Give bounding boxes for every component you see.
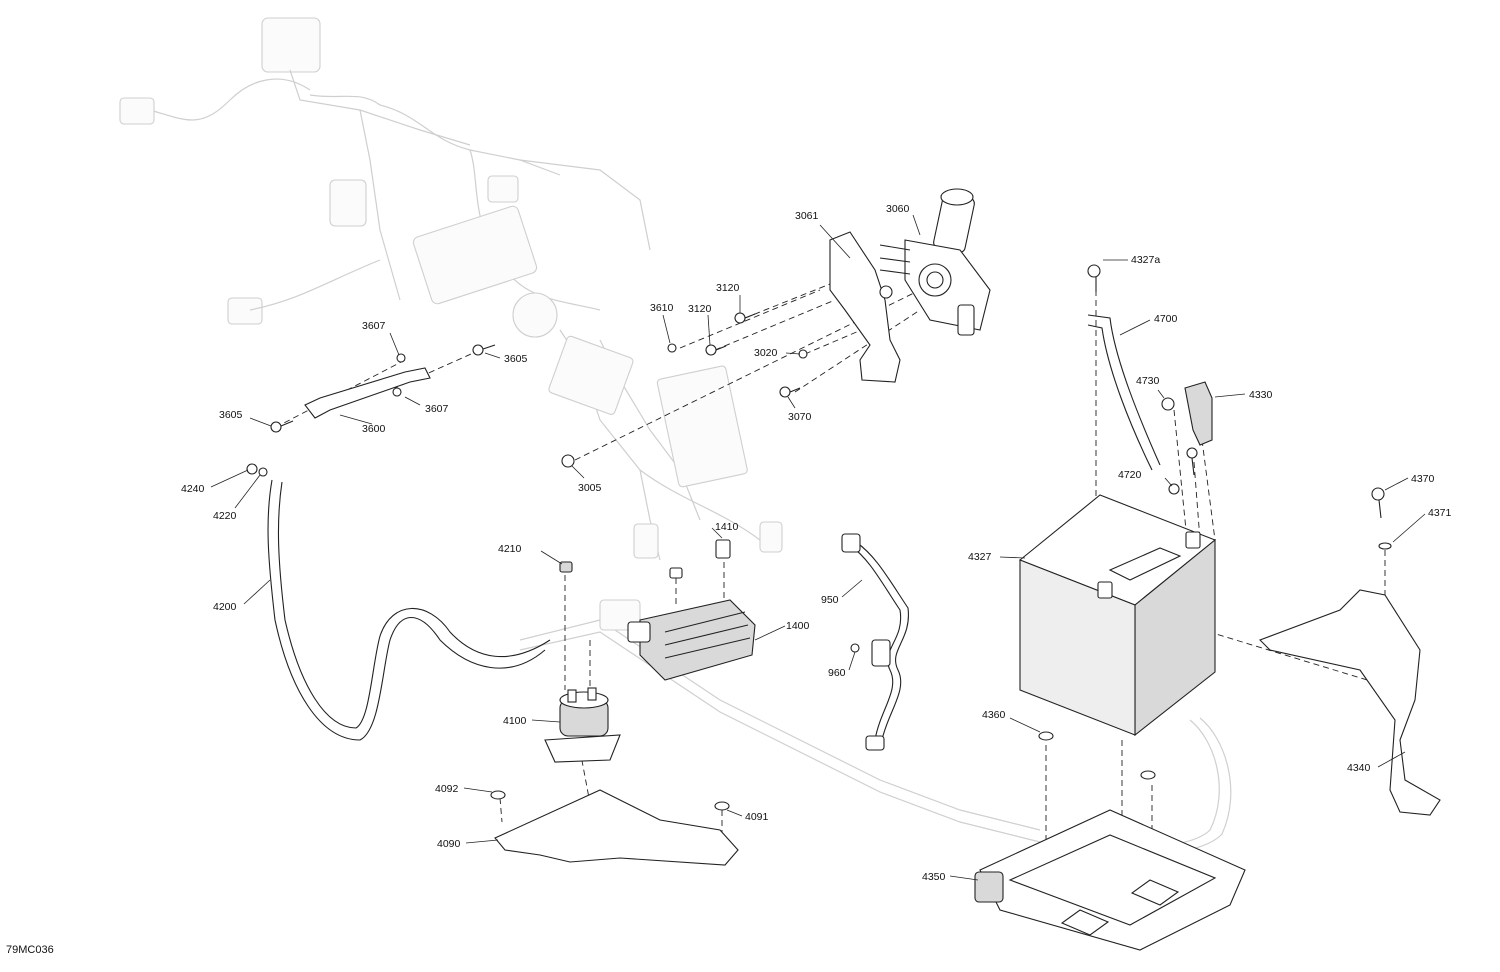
- callout-4720: 4720: [1118, 469, 1142, 481]
- callout-4350: 4350: [922, 871, 946, 883]
- cable-4700: [1087, 314, 1161, 466]
- bolts: [246, 264, 1392, 811]
- callout-labels: 3061 3060 3120 3120 3610 3020 3070 3607 …: [181, 203, 1452, 883]
- callout-3060: 3060: [886, 203, 910, 215]
- drawing-code: 79MC036: [6, 944, 54, 956]
- alignment-lines: [279, 283, 1401, 895]
- bracket-4090: [494, 789, 739, 866]
- bracket-4340: [1259, 589, 1441, 816]
- solenoid-4100: [544, 687, 621, 763]
- callout-3020: 3020: [754, 347, 778, 359]
- callout-4330: 4330: [1249, 389, 1273, 401]
- callout-950: 950: [821, 594, 839, 606]
- callout-3605: 3605: [219, 409, 243, 421]
- callout-4370: 4370: [1411, 473, 1435, 485]
- callout-4327a: 4327a: [1131, 254, 1160, 266]
- callout-960: 960: [828, 667, 846, 679]
- callout-4220: 4220: [213, 510, 237, 522]
- callout-3607: 3607: [362, 320, 386, 332]
- callout-3061: 3061: [795, 210, 819, 222]
- callout-4327: 4327: [968, 551, 992, 563]
- callout-1410: 1410: [715, 521, 739, 533]
- callout-3607: 3607: [425, 403, 449, 415]
- callout-3005: 3005: [578, 482, 602, 494]
- bracket-3061: [829, 231, 901, 383]
- leader-lines: [210, 214, 1426, 881]
- callout-3605: 3605: [504, 353, 528, 365]
- regulator-1400: [627, 599, 756, 681]
- callout-3600: 3600: [362, 423, 386, 435]
- callout-4240: 4240: [181, 483, 205, 495]
- battery-4327: [1018, 494, 1217, 737]
- harness-950: [849, 544, 902, 741]
- callout-4371: 4371: [1428, 507, 1452, 519]
- ground-strap-3600: [304, 367, 431, 419]
- callout-4730: 4730: [1136, 375, 1160, 387]
- callout-4092: 4092: [435, 783, 459, 795]
- callout-4090: 4090: [437, 838, 461, 850]
- callout-4091: 4091: [745, 811, 769, 823]
- callout-4360: 4360: [982, 709, 1006, 721]
- parts: [246, 188, 1441, 951]
- background-frame-harness: [119, 17, 1232, 858]
- callout-4210: 4210: [498, 543, 522, 555]
- terminal-cap-4330: [1184, 381, 1213, 446]
- actuator-3060: [879, 188, 991, 336]
- callout-1400: 1400: [786, 620, 810, 632]
- callout-3610: 3610: [650, 302, 674, 314]
- callout-3120: 3120: [716, 282, 740, 294]
- battery-tray-4350: [974, 809, 1246, 951]
- callout-3070: 3070: [788, 411, 812, 423]
- callout-4340: 4340: [1347, 762, 1371, 774]
- callout-3120: 3120: [688, 303, 712, 315]
- battery-cable-4200: [267, 479, 546, 741]
- callout-4700: 4700: [1154, 313, 1178, 325]
- callout-4100: 4100: [503, 715, 527, 727]
- callout-4200: 4200: [213, 601, 237, 613]
